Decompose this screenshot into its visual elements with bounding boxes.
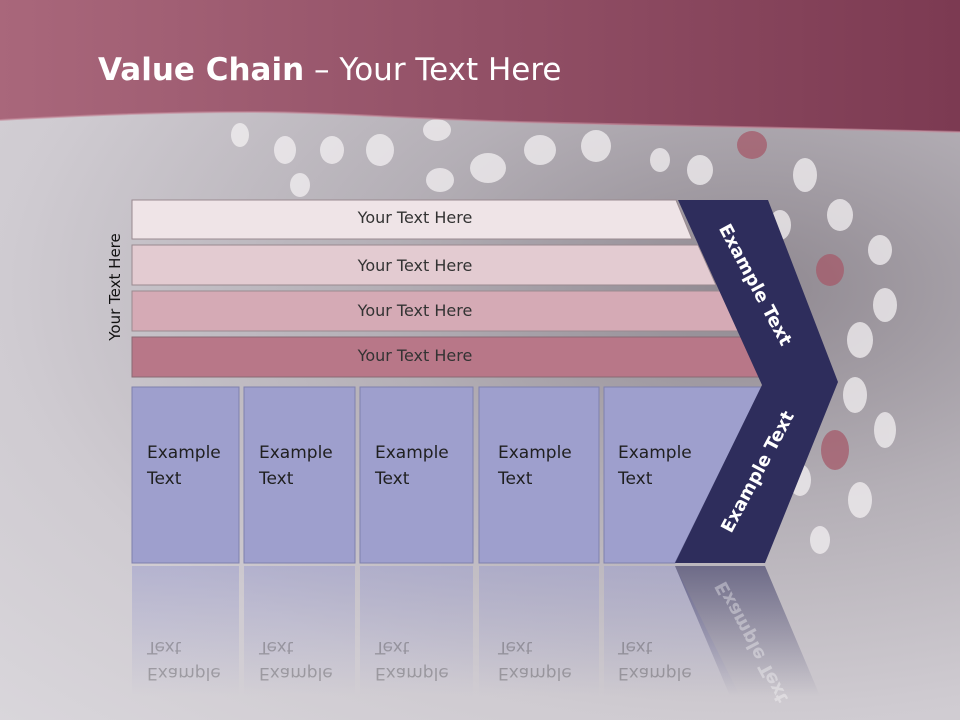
chevron-reflection <box>675 566 820 696</box>
cell-2-label: Example Text <box>259 443 333 489</box>
cell-3-label-reflection: Example Text <box>375 637 449 683</box>
cell-1-shape <box>131 386 240 564</box>
bar-1-shape <box>131 199 693 240</box>
bar-3-label: Your Text Here <box>357 301 473 320</box>
cell-1-label-reflection: Example Text <box>147 637 221 683</box>
chevron-shape <box>675 200 838 563</box>
bar-1-label: Your Text Here <box>357 208 473 227</box>
decorative-dots <box>231 119 897 554</box>
cell-3-reflection <box>360 566 473 696</box>
cell-4-label-reflection: Example Text <box>498 637 572 683</box>
cell-5-label: Example Text <box>618 443 692 489</box>
title-bold: Value Chain <box>98 52 305 88</box>
header-band <box>0 0 960 132</box>
cell-2-label-reflection: Example Text <box>259 637 333 683</box>
cell-4-shape <box>478 386 600 564</box>
bar-4-label: Your Text Here <box>357 346 473 365</box>
header-wave-line <box>0 110 960 133</box>
cell-2-reflection <box>244 566 355 696</box>
bar-2-shape <box>131 244 717 286</box>
cell-5-label-reflection: Example Text <box>618 637 692 683</box>
cell-2-shape <box>243 386 356 564</box>
slide-title: Value Chain – Your Text Here <box>98 52 561 88</box>
title-rest: – Your Text Here <box>304 52 562 88</box>
cell-1-label: Example Text <box>147 443 221 489</box>
cell-3-label: Example Text <box>375 443 449 489</box>
cell-5-reflection <box>604 566 740 696</box>
side-label: Your Text Here <box>106 233 124 341</box>
cell-4-label: Example Text <box>498 443 572 489</box>
cell-1-reflection <box>132 566 239 696</box>
cell-3-shape <box>359 386 474 564</box>
bar-2-label: Your Text Here <box>357 256 473 275</box>
cell-4-reflection <box>479 566 599 696</box>
